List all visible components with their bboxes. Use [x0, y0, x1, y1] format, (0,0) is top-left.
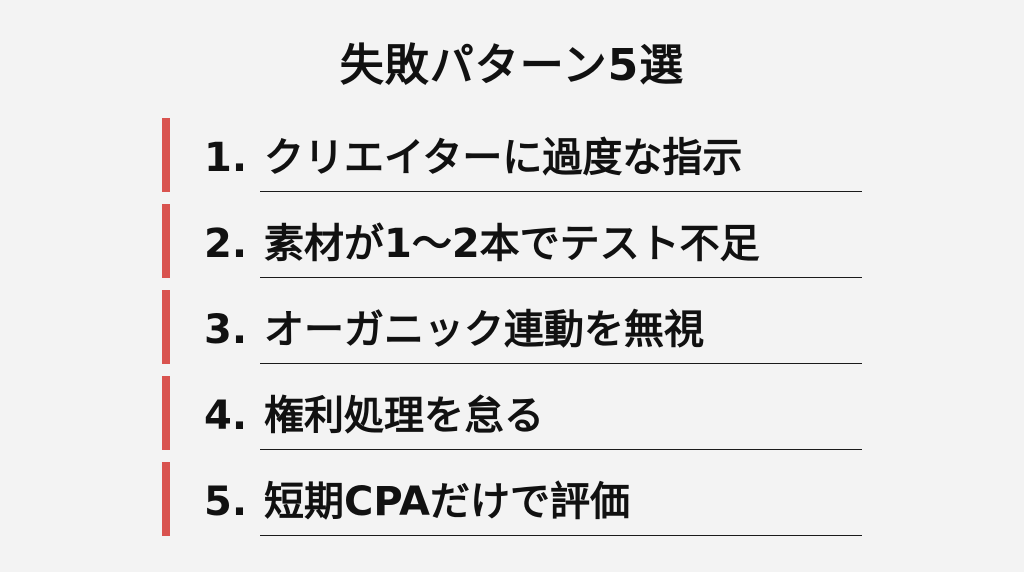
divider	[260, 277, 862, 278]
list-item: 2. 素材が1〜2本でテスト不足	[162, 204, 862, 290]
divider	[260, 449, 862, 450]
item-label: クリエイターに過度な指示	[264, 135, 743, 181]
item-label: 素材が1〜2本でテスト不足	[264, 221, 760, 267]
divider	[260, 363, 862, 364]
item-number: 2.	[204, 221, 248, 267]
accent-bar	[162, 376, 170, 450]
failure-pattern-list: 1. クリエイターに過度な指示 2. 素材が1〜2本でテスト不足 3. オーガニ…	[162, 118, 862, 548]
list-item: 5. 短期CPAだけで評価	[162, 462, 862, 548]
list-item: 1. クリエイターに過度な指示	[162, 118, 862, 204]
accent-bar	[162, 118, 170, 192]
item-number: 3.	[204, 307, 248, 353]
item-number: 5.	[204, 479, 248, 525]
item-label: 短期CPAだけで評価	[264, 479, 630, 525]
item-number: 1.	[204, 135, 248, 181]
list-item: 3. オーガニック連動を無視	[162, 290, 862, 376]
divider	[260, 191, 862, 192]
item-label: 権利処理を怠る	[264, 393, 544, 439]
divider	[260, 535, 862, 536]
item-label: オーガニック連動を無視	[264, 307, 704, 353]
accent-bar	[162, 462, 170, 536]
accent-bar	[162, 290, 170, 364]
page-title: 失敗パターン5選	[339, 40, 685, 91]
list-item: 4. 権利処理を怠る	[162, 376, 862, 462]
item-number: 4.	[204, 393, 248, 439]
accent-bar	[162, 204, 170, 278]
